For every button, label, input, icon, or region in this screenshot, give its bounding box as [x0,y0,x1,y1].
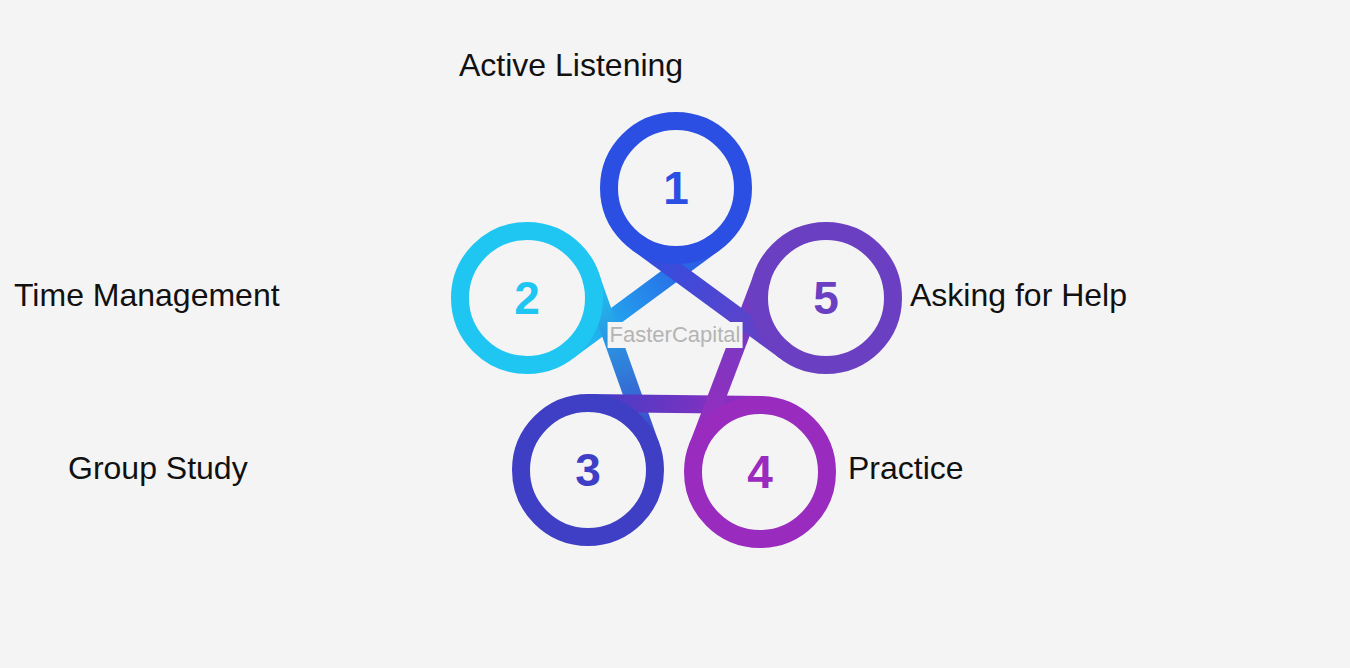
step-label: Time Management [14,276,280,314]
step-label: Practice [848,449,964,487]
watermark: FasterCapital [608,322,743,348]
step-number: 3 [575,447,601,493]
loop-ring-stroke [460,231,594,365]
step-label: Active Listening [459,46,683,84]
step-number: 2 [514,275,540,321]
loop-ring-stroke [693,405,827,539]
loop-node: 1 [600,112,752,264]
loop-ring-stroke [521,403,655,537]
step-number: 1 [663,165,689,211]
step-number: 5 [813,275,839,321]
loop-ring-stroke [609,121,743,255]
step-label: Asking for Help [910,276,1127,314]
step-number: 4 [747,449,773,495]
loop-node: 4 [684,396,836,548]
step-label: Group Study [68,449,248,487]
loop-node: 5 [750,222,902,374]
loop-node: 2 [451,222,603,374]
loop-ring-stroke [759,231,893,365]
loop-node: 3 [512,394,664,546]
